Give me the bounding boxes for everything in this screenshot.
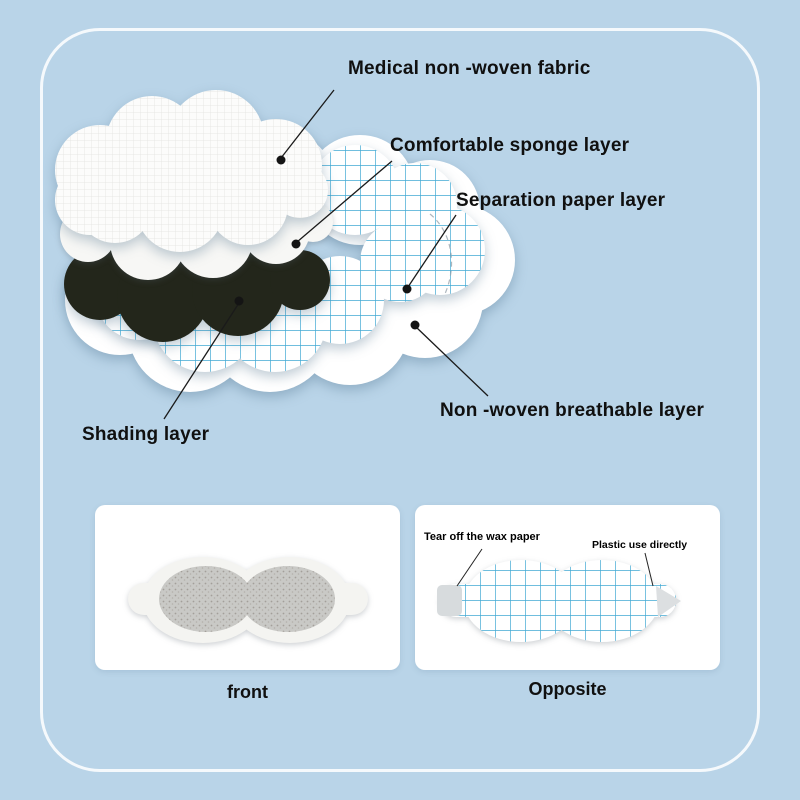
label-medical-fabric: Medical non -woven fabric xyxy=(348,58,591,79)
front-caption: front xyxy=(227,682,268,702)
label-tear-off-wax-paper: Tear off the wax paper xyxy=(424,531,540,543)
label-separation-paper: Separation paper layer xyxy=(456,190,666,211)
label-breathable-layer: Non -woven breathable layer xyxy=(440,400,705,421)
label-shading-layer: Shading layer xyxy=(82,424,210,445)
label-plastic-use-directly: Plastic use directly xyxy=(592,539,688,551)
rounded-frame-border xyxy=(40,28,760,772)
label-sponge-layer: Comfortable sponge layer xyxy=(390,135,630,156)
opposite-view-card xyxy=(415,505,720,670)
opposite-caption: Opposite xyxy=(528,679,607,699)
front-view-card xyxy=(95,505,400,670)
